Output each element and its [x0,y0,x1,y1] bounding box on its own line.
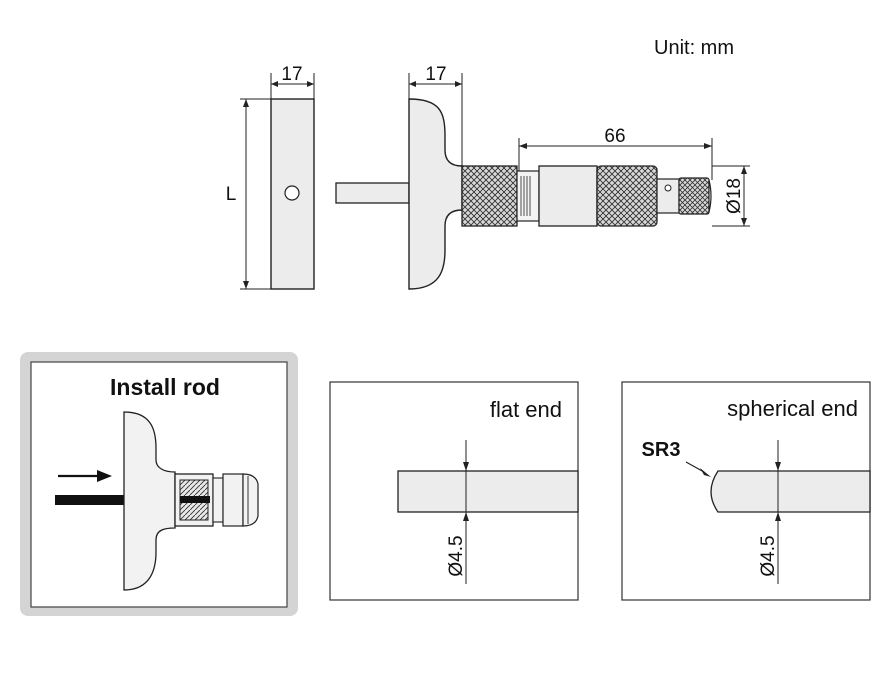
knurled-sleeve [461,165,518,227]
unit-label: Unit: mm [654,37,734,59]
flat-end-dimension [463,440,469,584]
thimble-diameter-dimension [712,165,750,227]
thimble-length-dimension [518,138,713,180]
head-width-label: 17 [425,64,446,85]
ratchet [656,177,712,215]
spherical-end-dimension [685,440,781,584]
spherical-radius-label: SR3 [642,439,681,461]
scale-ring [516,170,540,222]
flat-end-title: flat end [490,397,562,422]
thimble-knurl [596,165,658,227]
spherical-end-diameter-label: Ø4.5 [758,535,779,576]
spherical-end-rod [710,470,871,513]
micrometer-head [408,98,463,290]
flat-end-rod [397,470,579,513]
spherical-end-title: spherical end [727,396,858,421]
length-label: L [226,184,237,205]
measuring-rod [335,182,410,204]
install-panel-title: Install rod [110,374,220,400]
thimble-diameter-label: Ø18 [724,178,745,214]
base-width-label: 17 [281,64,302,85]
thimble-body [538,165,598,227]
flat-end-diameter-label: Ø4.5 [446,535,467,576]
arrow-right-icon [97,470,112,482]
thimble-length-label: 66 [604,126,625,147]
head-width-dimension [408,73,463,166]
install-illustration [55,411,259,591]
base-block [240,73,315,290]
